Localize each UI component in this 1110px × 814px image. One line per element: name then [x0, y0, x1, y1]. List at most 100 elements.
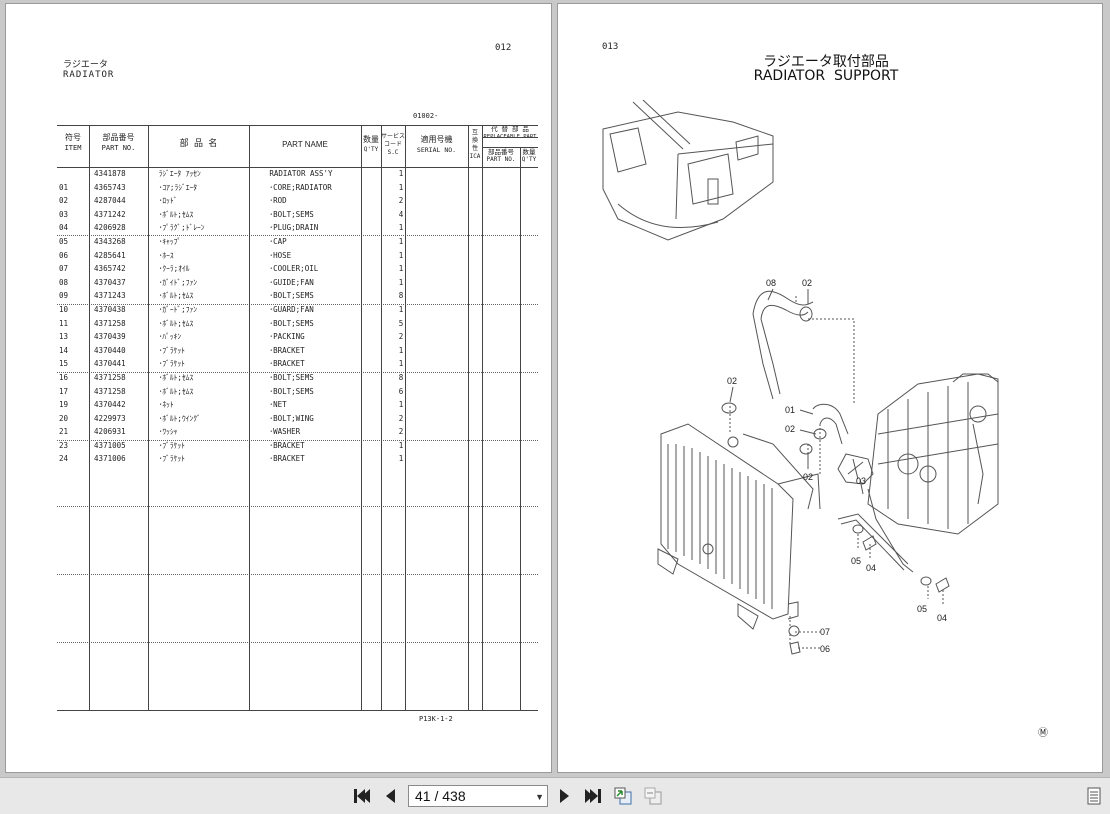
cell-name-en: ･PLUG;DRAIN — [269, 223, 319, 233]
cell-name-en: ･CORE;RADIATOR — [269, 182, 332, 192]
cell-name-jp: ･ﾜｯｼｬ — [158, 427, 178, 437]
cell-name-jp: ･ｺｱ;ﾗｼﾞｴｰﾀ — [158, 182, 197, 192]
cell-item: 16 — [59, 372, 69, 382]
cell-name-en: ･BOLT;WING — [269, 413, 314, 423]
header-qty: 数量 Q'TY — [361, 135, 381, 155]
cell-qty: 1 — [398, 277, 404, 287]
header-repl-jp: 代 替 部 品 — [491, 125, 529, 133]
last-page-button[interactable] — [583, 786, 603, 806]
group-separator — [57, 642, 538, 643]
header-part-no: 部品番号 PART NO. — [89, 133, 148, 153]
cell-item: 15 — [59, 359, 69, 369]
cell-part-no: 4287044 — [94, 196, 126, 206]
engine-block — [867, 373, 999, 535]
cell-name-en: ･NET — [269, 400, 287, 410]
cell-name-en: ･BOLT;SEMS — [269, 291, 314, 301]
cell-name-en: ･BRACKET — [269, 454, 305, 464]
cell-name-jp: ･ﾎﾞﾙﾄ;ｾﾑｽ — [158, 209, 194, 219]
cell-name-jp: ･ﾈｯﾄ — [158, 400, 174, 410]
excavator-thumbnail — [602, 99, 774, 241]
header-partno-en: PART NO. — [101, 144, 136, 152]
cell-name-en: ･BRACKET — [269, 440, 305, 450]
header-qty-jp: 数量 — [363, 135, 379, 144]
cell-name-jp: ･ﾎﾞﾙﾄ;ｾﾑｽ — [158, 291, 194, 301]
callout-07: 07 — [820, 627, 830, 637]
menu-button[interactable] — [1084, 786, 1104, 806]
cell-qty: 1 — [398, 250, 404, 260]
header-repl-partno-en: PART NO. — [486, 156, 516, 163]
first-page-button[interactable] — [352, 786, 372, 806]
cell-part-no: 4371006 — [94, 454, 126, 464]
cell-name-en: ･BOLT;SEMS — [269, 372, 314, 382]
cell-name-en: ･PACKING — [269, 332, 305, 342]
column-rule — [89, 125, 90, 711]
cell-qty: 1 — [398, 264, 404, 274]
cell-part-no: 4371258 — [94, 318, 126, 328]
callout-02: 02 — [727, 376, 737, 386]
callout-04: 04 — [866, 563, 876, 573]
callout-04: 04 — [937, 613, 947, 623]
cell-name-jp: ･ｷｬｯﾌﾟ — [158, 236, 182, 246]
cell-part-no: 4206931 — [94, 427, 126, 437]
page-indicator-text: 41 / 438 — [415, 788, 466, 804]
last-page-icon — [585, 789, 601, 803]
header-item-jp: 符号 — [65, 133, 81, 142]
header-repl-partno-jp: 部品番号 — [488, 148, 514, 156]
m-mark-icon: Ⓜ — [1038, 728, 1048, 739]
next-page-button[interactable] — [555, 786, 575, 806]
callout-01: 01 — [785, 405, 795, 415]
cell-item: 21 — [59, 427, 69, 437]
header-item: 符号 ITEM — [57, 133, 89, 153]
support-rod — [837, 488, 932, 586]
header-repl-qty: 数量 Q'TY — [520, 148, 538, 164]
header-ica-jp: 互換性 — [471, 129, 478, 152]
cell-name-en: ･GUARD;FAN — [269, 304, 314, 314]
cell-name-en: ･BOLT;SEMS — [269, 386, 314, 396]
chevron-down-icon[interactable]: ▼ — [535, 792, 544, 802]
cell-name-jp: ･ﾎﾞﾙﾄ;ｳｲﾝｸﾞ — [158, 413, 201, 423]
cell-item: 06 — [59, 250, 69, 260]
cell-qty: 1 — [398, 345, 404, 355]
leader-lines — [729, 296, 944, 649]
cell-name-jp: ･ﾎｰｽ — [158, 250, 174, 260]
cell-name-jp: ･ﾌﾞﾗｹｯﾄ — [158, 345, 185, 355]
cell-name-en: ･BRACKET — [269, 359, 305, 369]
title-japanese: ラジエータ取付部品 — [763, 54, 889, 70]
repl-sub-rule-2 — [482, 147, 538, 148]
header-repl-en: REPLACEABLE PART — [483, 133, 537, 140]
column-rule — [381, 125, 382, 711]
go-back-view-button[interactable] — [613, 786, 633, 806]
cell-name-jp: ･ﾌﾞﾗｹｯﾄ — [158, 440, 185, 450]
cell-qty: 1 — [398, 454, 404, 464]
cell-qty: 1 — [398, 400, 404, 410]
cell-item: 05 — [59, 236, 69, 246]
next-page-icon — [560, 789, 569, 803]
go-forward-view-button[interactable] — [643, 786, 663, 806]
cell-qty: 6 — [398, 386, 404, 396]
group-separator — [57, 372, 538, 373]
cell-qty: 1 — [398, 359, 404, 369]
header-service-jp1: サービス — [381, 133, 406, 140]
cell-qty: 1 — [398, 169, 404, 178]
cell-item: 08 — [59, 277, 69, 287]
table-top-rule — [57, 125, 538, 126]
page-number-input[interactable]: 41 / 438 ▼ — [408, 785, 548, 807]
header-bottom-rule — [57, 167, 538, 168]
cell-item: 09 — [59, 291, 69, 301]
cell-qty: 1 — [398, 236, 404, 246]
viewer-toolbar: 41 / 438 ▼ — [0, 777, 1110, 814]
cell-name-en: ･CAP — [269, 236, 287, 246]
cell-item: 11 — [59, 318, 69, 328]
previous-page-icon — [386, 789, 395, 803]
previous-page-button[interactable] — [380, 786, 400, 806]
cell-name-jp: ･ﾌﾟﾗｸﾞ;ﾄﾞﾚｰﾝ — [158, 223, 205, 233]
header-replaceable: 代 替 部 品 REPLACEABLE PART — [482, 125, 538, 141]
